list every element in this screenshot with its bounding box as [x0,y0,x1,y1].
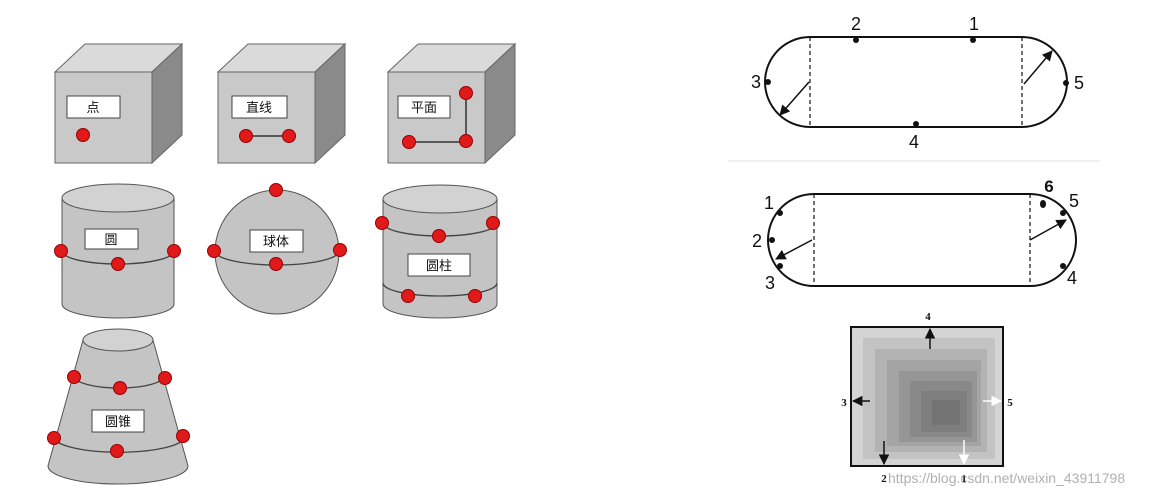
label-box [231,95,288,119]
label-box [249,229,304,253]
red-point [282,129,296,143]
gradient-square: 4 3 5 2 1 [841,311,1013,485]
stadium-top: 1 2 3 4 5 [751,14,1084,152]
label-plane: 平面 [411,101,437,116]
red-point [375,216,389,230]
cylinder-circle: 圆 [54,183,181,319]
label-3: 3 [751,72,761,92]
red-point [167,244,181,258]
red-point [269,257,283,271]
label-box [397,95,451,119]
radius-arrow [1029,219,1067,241]
dot [913,121,919,127]
red-point [113,381,127,395]
red-point [158,371,172,385]
dot [1060,263,1066,269]
label-circle: 圆 [104,233,117,248]
red-point [459,134,473,148]
label-1: 1 [969,14,979,34]
label-box [91,409,145,433]
dot [1040,200,1046,208]
square-border [850,326,1004,467]
red-point [269,183,283,197]
label-cone: 圆锥 [105,415,131,430]
dot [853,37,859,43]
red-point [207,244,221,258]
label-cylinder: 圆柱 [426,259,452,274]
dot [1060,210,1066,216]
red-point [110,444,124,458]
red-point [239,129,253,143]
label-1: 1 [961,473,967,485]
red-point [176,429,190,443]
label-3: 3 [841,397,847,409]
watermark: https://blog.csdn.net/weixin_43911798 [888,470,1126,486]
gradient-ring [932,400,960,425]
dot [769,237,775,243]
cube-line: 直线 [216,42,347,165]
label-5: 5 [1069,191,1079,211]
lower-ring [382,282,498,297]
cube-plane: 平面 [386,42,517,165]
red-point [402,135,416,149]
label-line: 直线 [246,101,272,116]
label-4: 4 [909,132,919,152]
label-box [407,253,471,277]
red-point [67,370,81,384]
label-sphere: 球体 [263,235,289,250]
radius-arrow [775,239,813,260]
dot [1063,80,1069,86]
stadium-bottom: 1 2 3 4 5 6 [752,177,1079,293]
cylinder-top [61,183,175,213]
label-box [66,95,121,119]
stadium-outline [764,36,1068,128]
dot [777,210,783,216]
dot [765,79,771,85]
red-point [76,128,90,142]
red-point [459,86,473,100]
red-point [111,257,125,271]
radius-arrow [1023,50,1053,85]
red-point [47,431,61,445]
radius-arrow [779,81,810,116]
label-4: 4 [1067,268,1077,288]
label-6: 6 [1044,177,1053,196]
cylinder-cylinder: 圆柱 [375,184,500,319]
sphere: 球体 [207,183,347,315]
cube-point: 点 [53,42,184,165]
dot [970,37,976,43]
red-point [432,229,446,243]
label-box [84,228,139,250]
label-2: 2 [752,231,762,251]
label-5: 5 [1074,73,1084,93]
red-point [54,244,68,258]
red-point [486,216,500,230]
label-5: 5 [1007,397,1013,409]
cylinder-top [382,184,498,214]
red-point [468,289,482,303]
cone: 圆锥 [47,328,190,485]
label-1: 1 [764,193,774,213]
dot [777,263,783,269]
label-2: 2 [881,473,887,485]
red-point [401,289,415,303]
label-4: 4 [925,311,931,323]
red-point [333,243,347,257]
label-3: 3 [765,273,775,293]
cone-top [82,328,154,352]
label-point: 点 [86,101,99,116]
label-2: 2 [851,14,861,34]
